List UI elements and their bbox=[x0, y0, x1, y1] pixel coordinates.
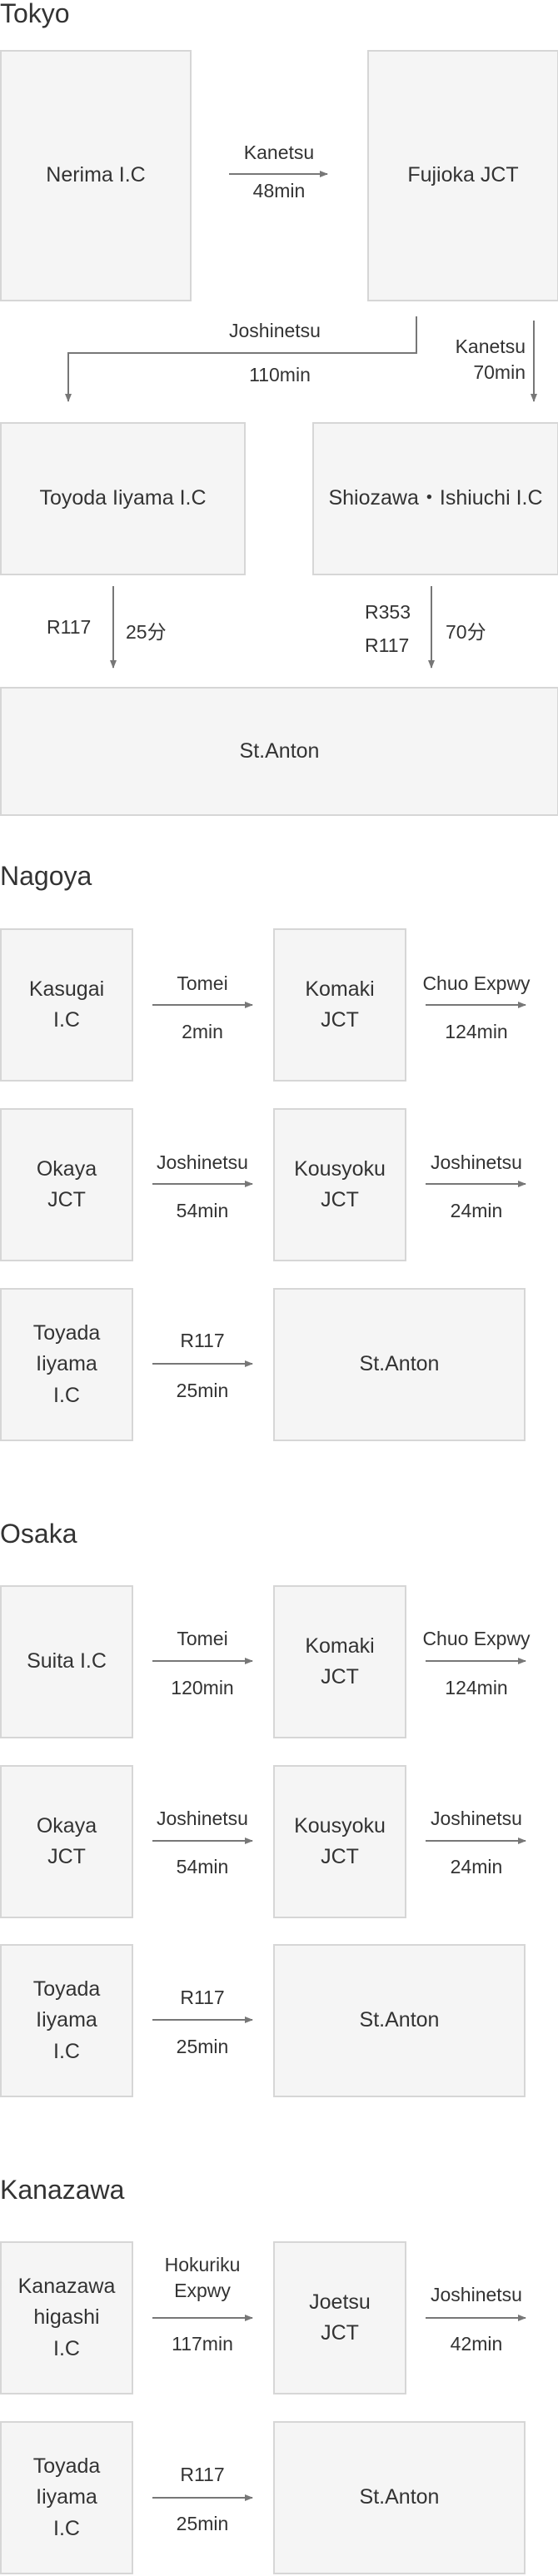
edge-road-label: Joshinetsu bbox=[431, 2284, 522, 2305]
node-suita-ic: Suita I.C bbox=[0, 1585, 133, 1738]
node-toyoda-iiyama-ic: Toyoda Iiyama I.C bbox=[0, 422, 246, 575]
node-label: St.Anton bbox=[359, 1352, 440, 1376]
node-label: Okaya JCT bbox=[36, 1813, 97, 1869]
edge-road-label: R117 bbox=[180, 2464, 225, 2485]
edge-road-label: R117 bbox=[47, 616, 92, 638]
edge-time-label: 25min bbox=[176, 2036, 229, 2057]
edge-time-label: 110min bbox=[249, 364, 311, 385]
node-toyada-iiyama-ic: Toyada Iiyama I.C bbox=[0, 2421, 133, 2574]
edge-road-label: Chuo Expwy bbox=[422, 1628, 531, 1649]
edge-time-label: 24min bbox=[450, 1200, 503, 1221]
node-label: Fujioka JCT bbox=[407, 163, 519, 187]
node-label: Shiozawa・Ishiuchi I.C bbox=[328, 486, 543, 510]
edge-time-label: 54min bbox=[176, 1200, 229, 1221]
node-komaki-jct: Komaki JCT bbox=[273, 928, 406, 1082]
edge-road-label: Tomei bbox=[177, 972, 228, 994]
node-label: Suita I.C bbox=[27, 1649, 107, 1673]
edge-time-label: 24min bbox=[450, 1856, 503, 1877]
node-label: Komaki JCT bbox=[305, 1634, 375, 1689]
arrow-fujioka-toyoda bbox=[65, 316, 417, 402]
node-label: Nerima I.C bbox=[46, 163, 146, 187]
node-st-anton: St.Anton bbox=[273, 1288, 526, 1441]
node-label: Kousyoku JCT bbox=[294, 1156, 386, 1212]
edge-time-label: 124min bbox=[445, 1021, 508, 1042]
edge-time-label: 48min bbox=[252, 180, 306, 201]
edge-road-label: Kanetsu bbox=[455, 336, 526, 357]
node-fujioka-jct: Fujioka JCT bbox=[367, 50, 558, 301]
edge-road-label: Joshinetsu bbox=[431, 1808, 522, 1829]
node-label: St.Anton bbox=[359, 2485, 440, 2509]
edge-time-label: 124min bbox=[445, 1677, 508, 1698]
node-label: Toyada Iiyama I.C bbox=[32, 2454, 101, 2540]
node-st-anton: St.Anton bbox=[0, 687, 558, 816]
node-toyada-iiyama-ic: Toyada Iiyama I.C bbox=[0, 1288, 133, 1441]
section-title-osaka: Osaka bbox=[0, 1519, 77, 1549]
node-label: Kasugai I.C bbox=[28, 977, 105, 1032]
edge-time-label: 120min bbox=[171, 1677, 234, 1698]
node-st-anton: St.Anton bbox=[273, 1944, 526, 2097]
node-st-anton: St.Anton bbox=[273, 2421, 526, 2574]
edge-road-label: R117 bbox=[365, 634, 410, 656]
edge-time-label: 54min bbox=[176, 1856, 229, 1877]
node-label: Toyoda Iiyama I.C bbox=[39, 486, 207, 510]
node-label: Kanazawa higashi I.C bbox=[17, 2274, 116, 2360]
node-label: Joetsu JCT bbox=[309, 2290, 371, 2345]
node-label: Kousyoku JCT bbox=[294, 1813, 386, 1869]
edge-time-label: 25min bbox=[176, 2513, 229, 2534]
node-kanazawa-higashi-ic: Kanazawa higashi I.C bbox=[0, 2241, 133, 2394]
node-joetsu-jct: Joetsu JCT bbox=[273, 2241, 406, 2394]
node-okaya-jct: Okaya JCT bbox=[0, 1108, 133, 1261]
section-title-kanazawa: Kanazawa bbox=[0, 2175, 125, 2205]
edge-road-label: R117 bbox=[180, 1987, 225, 2008]
edge-time-label: 2min bbox=[182, 1021, 223, 1042]
node-label: Okaya JCT bbox=[36, 1156, 97, 1212]
edge-road-label: Joshinetsu bbox=[229, 320, 321, 341]
node-komaki-jct: Komaki JCT bbox=[273, 1585, 406, 1738]
edge-time-label: 70min bbox=[473, 361, 526, 383]
node-nerima-ic: Nerima I.C bbox=[0, 50, 192, 301]
edge-road-label: Chuo Expwy bbox=[422, 972, 531, 994]
node-kousyoku-jct: Kousyoku JCT bbox=[273, 1765, 406, 1918]
edge-time-label: 42min bbox=[450, 2333, 503, 2355]
edge-time-label: 70分 bbox=[446, 621, 486, 643]
edge-time-label: 117min bbox=[172, 2333, 233, 2355]
edge-road-label: Joshinetsu bbox=[157, 1808, 248, 1829]
node-label: Komaki JCT bbox=[305, 977, 375, 1032]
edge-road-label: Kanetsu bbox=[243, 142, 315, 163]
node-label: Toyada Iiyama I.C bbox=[32, 1320, 101, 1407]
node-toyada-iiyama-ic: Toyada Iiyama I.C bbox=[0, 1944, 133, 2097]
node-kasugai-ic: Kasugai I.C bbox=[0, 928, 133, 1082]
section-title-tokyo: Tokyo bbox=[0, 0, 70, 28]
edge-road-label: Tomei bbox=[177, 1628, 228, 1649]
node-okaya-jct: Okaya JCT bbox=[0, 1765, 133, 1918]
edge-time-label: 25min bbox=[176, 1380, 229, 1401]
edge-road-label: Hokuriku Expwy bbox=[164, 2254, 241, 2302]
edge-road-label: R117 bbox=[180, 1330, 225, 1351]
node-shiozawa-ishiuchi-ic: Shiozawa・Ishiuchi I.C bbox=[312, 422, 558, 575]
edge-road-label: Joshinetsu bbox=[431, 1151, 522, 1173]
edge-road-label: Joshinetsu bbox=[157, 1151, 248, 1173]
node-label: St.Anton bbox=[359, 2008, 440, 2032]
edge-time-label: 25分 bbox=[126, 621, 167, 643]
section-title-nagoya: Nagoya bbox=[0, 861, 92, 891]
node-label: Toyada Iiyama I.C bbox=[32, 1977, 101, 2063]
node-label: St.Anton bbox=[239, 738, 320, 763]
edge-road-label: R353 bbox=[365, 601, 411, 623]
node-kousyoku-jct: Kousyoku JCT bbox=[273, 1108, 406, 1261]
